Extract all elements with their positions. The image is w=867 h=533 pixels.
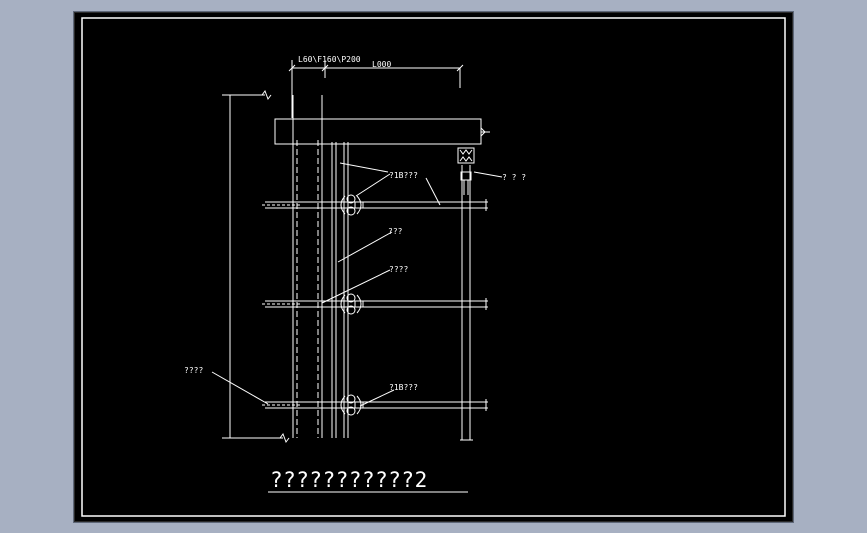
inner-standard-tube bbox=[331, 142, 349, 438]
slab-beam bbox=[274, 118, 490, 145]
drawing-frame bbox=[81, 17, 786, 517]
top-jack-bracket bbox=[457, 147, 475, 195]
top-dimension-chain bbox=[288, 60, 464, 118]
outer-standard-pipe bbox=[460, 165, 473, 441]
tie-level-2 bbox=[262, 293, 488, 315]
leader-lines bbox=[211, 162, 503, 407]
callout-lower: ???? bbox=[389, 265, 408, 274]
dim-label-left: L60\F160\P200 bbox=[298, 55, 361, 64]
callout-left: ???? bbox=[184, 366, 203, 375]
height-dimension-line bbox=[222, 89, 290, 444]
tie-level-1 bbox=[262, 194, 488, 216]
tie-level-3 bbox=[262, 394, 488, 416]
callout-mid: ??? bbox=[388, 227, 403, 236]
callout-top: ?1B??? bbox=[389, 171, 418, 180]
callout-right: ? ? ? bbox=[502, 173, 526, 182]
callout-bottom: ?1B??? bbox=[389, 383, 418, 392]
drawing-sheet[interactable] bbox=[74, 12, 793, 522]
concrete-wall bbox=[292, 95, 323, 438]
drawing-title: ???????????2 bbox=[270, 468, 428, 492]
dim-label-right: L000 bbox=[372, 60, 391, 69]
